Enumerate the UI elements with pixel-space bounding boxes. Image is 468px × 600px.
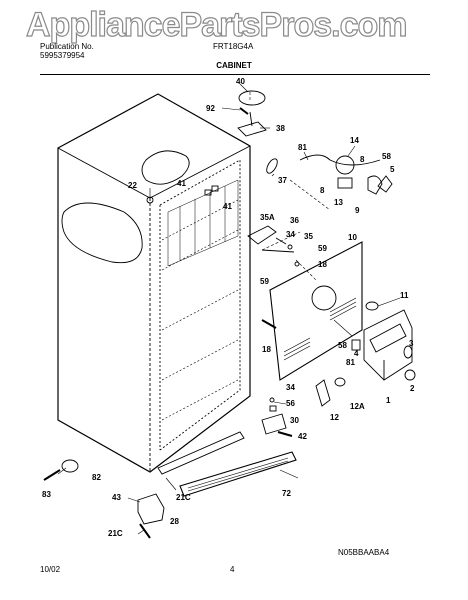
callout-56: 56 [286,399,295,408]
publication-label: Publication No. [40,42,94,51]
callout-11: 11 [400,291,409,300]
callout-35A: 35A [260,213,275,222]
callout-40: 40 [236,77,245,86]
callout-37: 37 [278,176,287,185]
callout-14: 14 [350,136,359,145]
callout-30: 30 [290,416,299,425]
part-81-upper [299,154,381,166]
callout-5: 5 [390,165,395,174]
callout-22: 22 [128,181,137,190]
callout-41-right: 41 [223,202,232,211]
callout-4: 4 [354,349,359,358]
footer-date: 10/02 [40,565,61,574]
part-41-left [61,202,143,264]
callout-18-lower: 18 [262,345,271,354]
part-9 [367,175,383,195]
callout-13: 13 [334,198,343,207]
part-12 [315,379,331,407]
callout-35: 35 [304,232,313,241]
callout-3: 3 [409,339,414,348]
part-13 [337,177,353,189]
part-12A [334,377,346,387]
part-14 [335,155,355,175]
publication-number: 5995379954 [40,51,85,60]
callout-21C-lower: 21C [108,529,123,538]
callout-36: 36 [290,216,299,225]
part-28 [137,493,165,525]
callout-34: 34 [286,230,295,239]
part-3 [403,345,413,359]
part-41-upper [141,150,190,185]
callout-10: 10 [348,233,357,242]
part-5 [377,175,393,193]
callout-12A: 12A [350,402,365,411]
cabinet-shell [57,93,251,473]
part-21C-strip [157,431,245,475]
part-40 [238,90,266,106]
part-30 [261,413,287,435]
callout-38: 38 [276,124,285,133]
model-number: FRT18G4A [213,42,254,51]
callout-92: 92 [206,104,215,113]
header-rule [40,74,430,75]
callout-82: 82 [92,473,101,482]
callout-59-right: 59 [318,244,327,253]
page-number: 4 [230,565,235,574]
callout-18-upper: 18 [318,260,327,269]
callout-81: 81 [298,143,307,152]
callout-59-left: 59 [260,277,269,286]
part-2 [404,369,416,381]
part-35A [247,225,277,245]
callout-28: 28 [170,517,179,526]
callout-8-lower: 8 [320,186,325,195]
watermark: AppliancePartsPros.com [25,5,408,44]
part-82 [61,459,79,473]
section-title: CABINET [216,61,252,70]
part-10-panel [269,241,363,381]
part-72-grille [179,451,297,497]
callout-58: 58 [382,152,391,161]
part-37 [266,158,278,174]
callout-12: 12 [330,413,339,422]
drawing-code: N05BBAABA4 [338,548,390,557]
callout-1: 1 [386,396,391,405]
callout-43: 43 [112,493,121,502]
callout-72: 72 [282,489,291,498]
callout-8: 8 [360,155,365,164]
callout-58-lower: 58 [338,341,347,350]
callout-41-upper: 41 [177,179,186,188]
part-1-housing [363,309,413,381]
callout-2: 2 [410,384,415,393]
callout-21C-strip: 21C [176,493,191,502]
callout-9: 9 [355,206,360,215]
callout-83: 83 [42,490,51,499]
part-4 [351,339,361,351]
callout-81-lower: 81 [346,358,355,367]
callout-34-lower: 34 [286,383,295,392]
callout-42: 42 [298,432,307,441]
